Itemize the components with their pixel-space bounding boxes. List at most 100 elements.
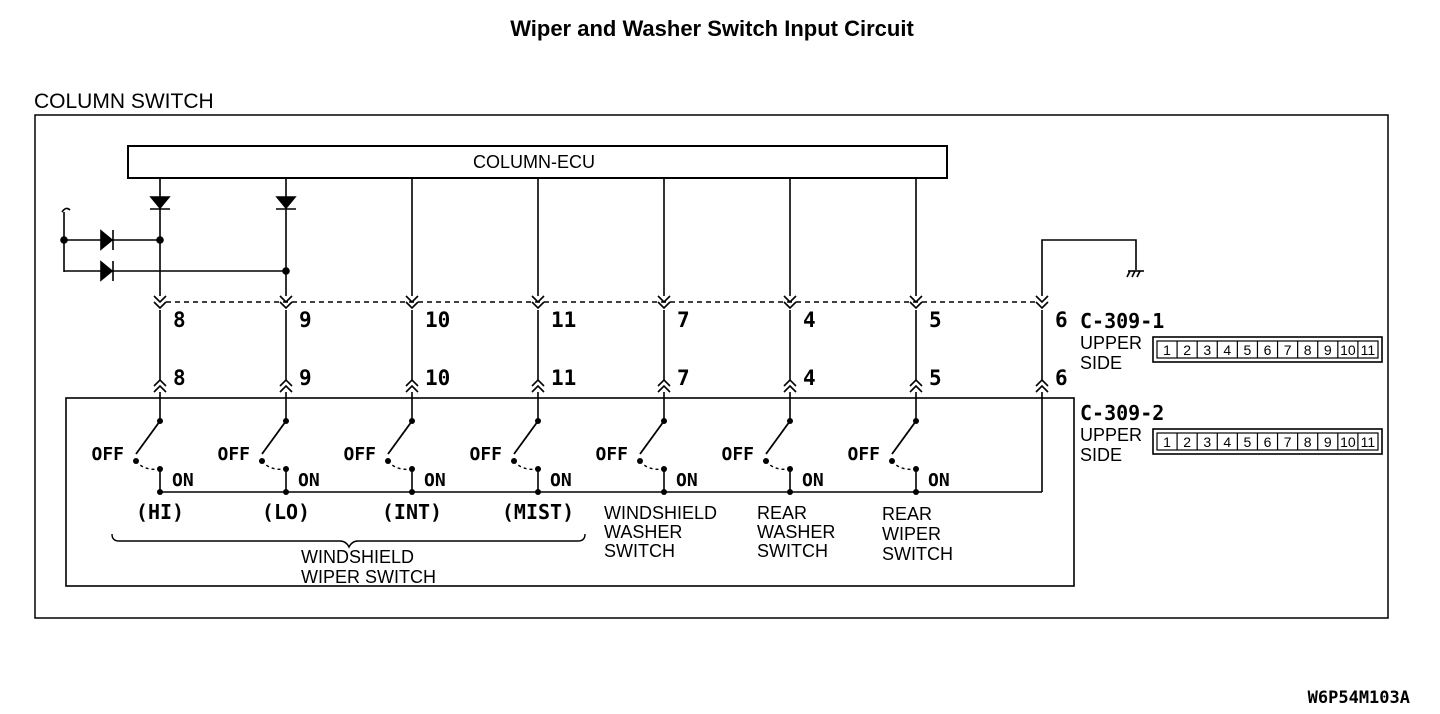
pin-column-4 [783, 295, 797, 420]
pin-number: 4 [803, 366, 816, 390]
connector-cell-number: 7 [1284, 434, 1292, 450]
ecu-label: COLUMN-ECU [473, 152, 595, 172]
connector-cell-number: 11 [1361, 342, 1376, 358]
pin-number: 5 [929, 308, 942, 332]
connector-cell-number: 7 [1284, 342, 1292, 358]
pin-column-8 [153, 295, 167, 420]
connector-cell-number: 6 [1264, 342, 1272, 358]
switch-on-label: ON [550, 470, 572, 491]
switch-position-label: (INT) [382, 500, 442, 524]
switch-1: OFF ON [217, 418, 320, 495]
switch-name-line: WASHER [757, 522, 835, 542]
connector-cell-number: 4 [1223, 342, 1231, 358]
switch-off-label: OFF [847, 444, 880, 465]
switch-off-label: OFF [469, 444, 502, 465]
switch-3: OFF ON [469, 418, 572, 495]
switch-name-line: REAR [882, 504, 932, 524]
switch-off-label: OFF [721, 444, 754, 465]
connector-cell-number: 1 [1163, 342, 1171, 358]
pin-number: 9 [299, 308, 312, 332]
switch-on-label: ON [676, 470, 698, 491]
connector-side: UPPER [1080, 425, 1142, 445]
connector-cell-number: 3 [1203, 342, 1211, 358]
switch-position-label: (HI) [136, 500, 184, 524]
column-switch-box [34, 114, 1389, 619]
switch-on-label: ON [424, 470, 446, 491]
pin-number: 8 [173, 366, 186, 390]
module-label: COLUMN SWITCH [34, 90, 214, 113]
switch-name-line: SWITCH [757, 541, 828, 561]
connector-cell-number: 10 [1340, 342, 1356, 358]
pin-number: 5 [929, 366, 942, 390]
connector-cell-number: 4 [1223, 434, 1231, 450]
switch-on-label: ON [802, 470, 824, 491]
connector-cell-number: 9 [1324, 434, 1332, 450]
connector-cell-number: 6 [1264, 434, 1272, 450]
connector-cell-number: 1 [1163, 434, 1171, 450]
switch-name-line: WIPER [882, 524, 941, 544]
diode-network [60, 178, 297, 296]
switch-on-label: ON [928, 470, 950, 491]
connector-cell-number: 5 [1244, 434, 1252, 450]
connector-cell-number: 9 [1324, 342, 1332, 358]
pin-column-5 [909, 295, 923, 420]
switch-off-label: OFF [343, 444, 376, 465]
figure-code: W6P54M103A [1308, 688, 1410, 708]
connector-cell-number: 8 [1304, 342, 1312, 358]
pin-number: 10 [425, 308, 450, 332]
connector-cell-number: 2 [1183, 434, 1191, 450]
switch-6: OFF ON [847, 418, 950, 495]
connector-cell-number: 10 [1340, 434, 1356, 450]
ecu-signal-lines [411, 178, 917, 296]
switch-0: OFF ON [91, 418, 194, 495]
pin-number: 9 [299, 366, 312, 390]
switch-off-label: OFF [595, 444, 628, 465]
switch-5: OFF ON [721, 418, 824, 495]
switch-position-label: (MIST) [502, 500, 574, 524]
pin-number: 6 [1055, 308, 1068, 332]
pin-column-10 [405, 295, 419, 420]
switch-name-line: WINDSHIELD [604, 503, 717, 523]
pin-number: 10 [425, 366, 450, 390]
switch-on-label: ON [172, 470, 194, 491]
switch-off-label: OFF [217, 444, 250, 465]
switch-name-line: REAR [757, 503, 807, 523]
group-label-line: WINDSHIELD [301, 547, 414, 567]
pin-column-11 [531, 295, 545, 420]
switch-off-label: OFF [91, 444, 124, 465]
switch-name-line: WASHER [604, 522, 682, 542]
switch-4: OFF ON [595, 418, 698, 495]
pin-column-6 [1035, 295, 1049, 492]
pin-number: 7 [677, 308, 690, 332]
switch-on-label: ON [298, 470, 320, 491]
switch-2: OFF ON [343, 418, 446, 495]
pin-number: 6 [1055, 366, 1068, 390]
switch-name-line: SWITCH [882, 544, 953, 564]
connector-cell-number: 2 [1183, 342, 1191, 358]
connector-cell-number: 5 [1244, 342, 1252, 358]
pin-number: 11 [551, 366, 576, 390]
diagram-title: Wiper and Washer Switch Input Circuit [510, 16, 914, 41]
switch-name-line: SWITCH [604, 541, 675, 561]
ground-wire [1041, 239, 1144, 296]
connector-cell-number: 11 [1361, 434, 1376, 450]
group-label-line: WIPER SWITCH [301, 567, 436, 587]
wiper-group-bracket [111, 533, 586, 549]
pin-number: 8 [173, 308, 186, 332]
pin-column-9 [279, 295, 293, 420]
connector-name: C-309-2 [1080, 401, 1164, 425]
pin-number: 7 [677, 366, 690, 390]
switch-assembly-box [65, 397, 1075, 587]
switch-position-label: (LO) [262, 500, 310, 524]
connector-side: SIDE [1080, 353, 1122, 373]
pin-column-7 [657, 295, 671, 420]
connector-side: UPPER [1080, 333, 1142, 353]
connector-side: SIDE [1080, 445, 1122, 465]
pin-number: 4 [803, 308, 816, 332]
connector-cell-number: 3 [1203, 434, 1211, 450]
pin-number: 11 [551, 308, 576, 332]
connector-cell-number: 8 [1304, 434, 1312, 450]
